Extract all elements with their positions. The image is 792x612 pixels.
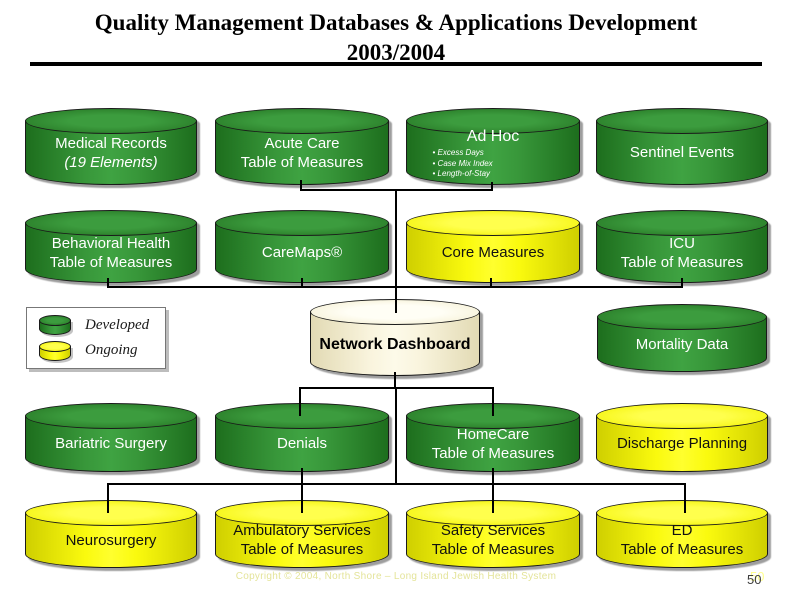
db-denials: Denials (215, 403, 389, 472)
connector-line (492, 387, 494, 416)
db-label: Acute Care (264, 134, 340, 152)
legend: Developed Ongoing (26, 307, 166, 369)
db-label: ED (671, 522, 693, 540)
db-ed: ED Table of Measures (596, 500, 768, 568)
ad-hoc-bullet: • Excess Days (432, 147, 484, 157)
connector-line (681, 278, 683, 288)
copyright-text: Copyright © 2004, North Shore – Long Isl… (235, 571, 557, 582)
ad-hoc-bullet-list: • Excess Days • Case Mix Index • Length-… (433, 148, 554, 180)
cylinder-top (25, 403, 197, 429)
connector-line (395, 189, 397, 313)
db-neurosurgery: Neurosurgery (25, 500, 197, 568)
db-sublabel: Table of Measures (49, 253, 173, 271)
connector-line (395, 387, 397, 485)
db-sentinel-events: Sentinel Events (596, 108, 768, 185)
cylinder-top (406, 210, 580, 236)
legend-label: Ongoing (85, 342, 138, 359)
cylinder-top (25, 108, 197, 134)
connector-line (107, 483, 109, 513)
legend-item-ongoing: Ongoing (27, 340, 165, 361)
connector-line (491, 182, 493, 191)
connector-line (492, 483, 494, 513)
db-label: Network Dashboard (319, 335, 471, 353)
cylinder-top (596, 403, 768, 429)
db-label: Neurosurgery (65, 531, 157, 549)
cylinder-top (406, 108, 580, 134)
cylinder-top (215, 210, 389, 236)
db-bariatric-surgery: Bariatric Surgery (25, 403, 197, 472)
connector-line (107, 483, 685, 485)
connector-line (490, 278, 492, 288)
cylinder-top (25, 210, 197, 236)
db-label: Medical Records (55, 134, 167, 152)
ongoing-cylinder-icon (39, 340, 71, 361)
db-discharge-planning: Discharge Planning (596, 403, 768, 472)
db-label: Sentinel Events (629, 144, 735, 162)
connector-line (492, 468, 494, 484)
db-icu: ICU Table of Measures (596, 210, 768, 283)
cylinder-top (597, 304, 767, 330)
db-sublabel: (19 Elements) (64, 153, 158, 171)
db-sublabel: Table of Measures (620, 541, 744, 558)
cylinder-top (596, 500, 768, 526)
db-acute-care: Acute Care Table of Measures (215, 108, 389, 185)
db-label: CareMaps® (261, 244, 343, 262)
db-ambulatory-services: Ambulatory Services Table of Measures (215, 500, 389, 568)
db-label: Safety Services (440, 522, 546, 540)
db-sublabel: Table of Measures (431, 444, 555, 462)
db-mortality-data: Mortality Data (597, 304, 767, 372)
slide-title-line1: Quality Management Databases & Applicati… (94, 10, 698, 35)
connector-line (301, 278, 303, 288)
db-medical-records: Medical Records (19 Elements) (25, 108, 197, 185)
db-caremaps: CareMaps® (215, 210, 389, 283)
connector-line (300, 180, 302, 191)
db-label: ICU (669, 234, 695, 252)
connector-line (299, 387, 301, 416)
page-number: 50 (747, 572, 762, 587)
db-label: Behavioral Health (51, 234, 171, 252)
cylinder-top (215, 403, 389, 429)
cylinder-top (596, 108, 768, 134)
db-sublabel: Table of Measures (240, 541, 364, 558)
cylinder-top (215, 108, 389, 134)
slide-title-line2: 2003/2004 (346, 39, 446, 65)
connector-line (301, 468, 303, 484)
ad-hoc-bullet: • Length-of-Stay (432, 169, 491, 179)
db-sublabel: Table of Measures (431, 541, 555, 558)
db-ad-hoc: Ad Hoc • Excess Days • Case Mix Index • … (406, 108, 580, 185)
db-label: HomeCare (456, 425, 530, 443)
db-safety-services: Safety Services Table of Measures (406, 500, 580, 568)
cylinder-top (25, 500, 197, 526)
db-label: Ambulatory Services (233, 522, 371, 540)
db-behavioral-health: Behavioral Health Table of Measures (25, 210, 197, 283)
ad-hoc-bullet: • Case Mix Index (432, 158, 493, 168)
db-label: Denials (276, 435, 328, 453)
db-label: Mortality Data (635, 335, 729, 353)
db-label: Core Measures (441, 244, 545, 262)
legend-label: Developed (85, 316, 150, 333)
connector-line (394, 372, 396, 389)
db-label: Ad Hoc (466, 127, 520, 145)
connector-line (301, 483, 303, 513)
db-homecare: HomeCare Table of Measures (406, 403, 580, 472)
cylinder-top (596, 210, 768, 236)
legend-item-developed: Developed (27, 315, 165, 336)
db-sublabel: Table of Measures (620, 253, 744, 271)
db-label: Discharge Planning (616, 435, 748, 453)
slide-title: Quality Management Databases & Applicati… (0, 8, 792, 68)
connector-line (107, 278, 109, 288)
title-underline (30, 62, 762, 66)
db-core-measures: Core Measures (406, 210, 580, 283)
db-sublabel: Table of Measures (240, 153, 364, 171)
db-label: Bariatric Surgery (55, 435, 167, 453)
connector-line (684, 483, 686, 513)
developed-cylinder-icon (39, 315, 71, 336)
